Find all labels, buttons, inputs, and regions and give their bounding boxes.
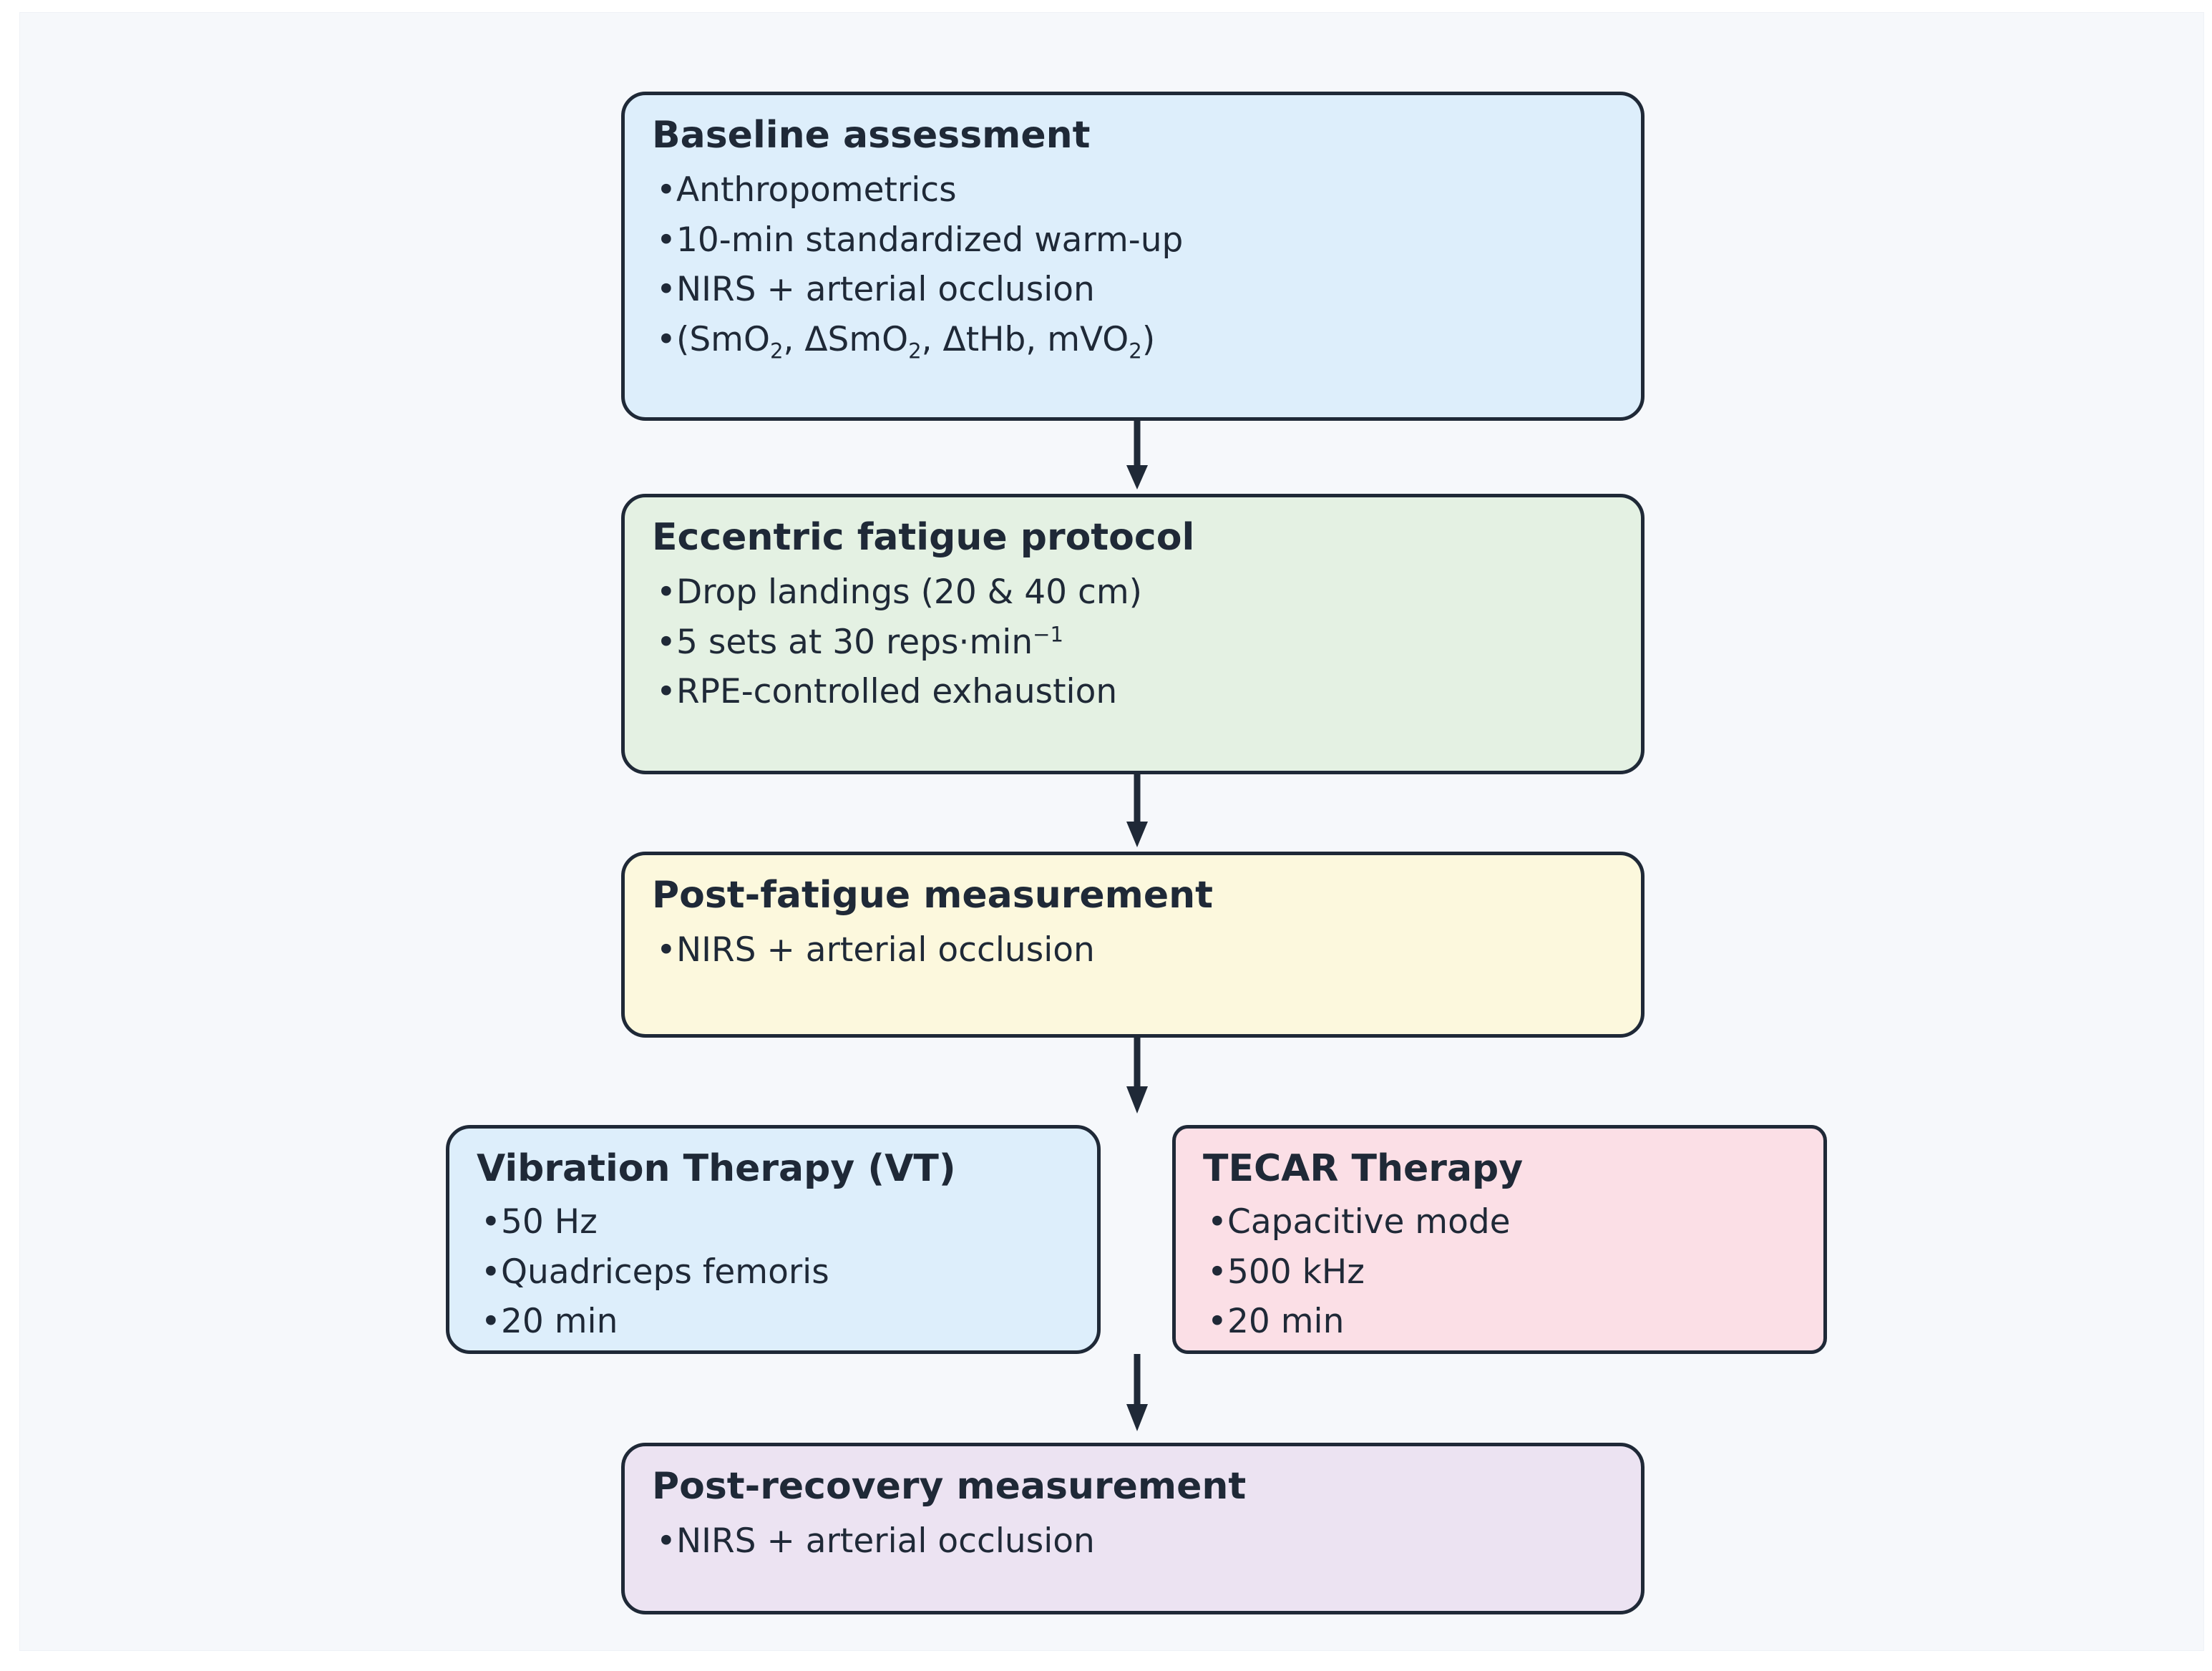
list-item: 500 kHz <box>1203 1249 1799 1295</box>
flow-node-eccentric-fatigue-protocol: Eccentric fatigue protocol Drop landings… <box>621 494 1645 774</box>
list-item: Drop landings (20 & 40 cm) <box>652 570 1617 615</box>
arrow-down-icon <box>1126 774 1148 847</box>
figure-panel: Baseline assessment Anthropometrics 10-m… <box>19 12 2204 1651</box>
list-item: NIRS + arterial occlusion <box>652 267 1617 313</box>
node-title: Baseline assessment <box>652 114 1091 157</box>
arrow-down-icon <box>1126 421 1148 489</box>
list-item-measures: (SmO2, ΔSmO2, ΔtHb, mVO2) <box>652 317 1617 363</box>
node-title: TECAR Therapy <box>1203 1147 1524 1190</box>
arrow-down-icon <box>1126 1038 1148 1114</box>
node-bullet-list: NIRS + arterial occlusion <box>652 927 1617 973</box>
connector-postfatigue-to-therapies <box>1125 1038 1149 1125</box>
connector-baseline-to-eccentric <box>1125 421 1149 494</box>
flow-node-post-recovery-measurement: Post-recovery measurement NIRS + arteria… <box>621 1443 1645 1614</box>
list-item: NIRS + arterial occlusion <box>652 927 1617 973</box>
node-bullet-list: Capacitive mode 500 kHz 20 min <box>1203 1199 1799 1345</box>
list-item: 20 min <box>1203 1299 1799 1345</box>
arrow-down-icon <box>1126 1354 1148 1431</box>
flow-node-tecar-therapy: TECAR Therapy Capacitive mode 500 kHz 20… <box>1172 1125 1827 1354</box>
list-item: RPE-controlled exhaustion <box>652 669 1617 715</box>
list-item: Quadriceps femoris <box>477 1249 1073 1295</box>
node-title: Eccentric fatigue protocol <box>652 516 1195 559</box>
list-item: Capacitive mode <box>1203 1199 1799 1245</box>
node-bullet-list: Drop landings (20 & 40 cm) 5 sets at 30 … <box>652 570 1617 715</box>
node-bullet-list: Anthropometrics 10-min standardized warm… <box>652 167 1617 362</box>
node-bullet-list: NIRS + arterial occlusion <box>652 1519 1617 1564</box>
flowchart-canvas: Baseline assessment Anthropometrics 10-m… <box>20 13 2203 1650</box>
node-title: Vibration Therapy (VT) <box>477 1147 956 1190</box>
list-item: 10-min standardized warm-up <box>652 218 1617 263</box>
node-title: Post-fatigue measurement <box>652 874 1213 917</box>
list-item: Anthropometrics <box>652 167 1617 213</box>
list-item: NIRS + arterial occlusion <box>652 1519 1617 1564</box>
flow-node-vibration-therapy: Vibration Therapy (VT) 50 Hz Quadriceps … <box>446 1125 1101 1354</box>
node-bullet-list: 50 Hz Quadriceps femoris 20 min <box>477 1199 1073 1345</box>
list-item: 20 min <box>477 1299 1073 1345</box>
connector-eccentric-to-postfatigue <box>1125 774 1149 852</box>
list-item-sets: 5 sets at 30 reps·min−1 <box>652 620 1617 666</box>
list-item: 50 Hz <box>477 1199 1073 1245</box>
flow-node-baseline-assessment: Baseline assessment Anthropometrics 10-m… <box>621 92 1645 421</box>
node-title: Post-recovery measurement <box>652 1465 1247 1508</box>
flow-node-post-fatigue-measurement: Post-fatigue measurement NIRS + arterial… <box>621 852 1645 1038</box>
connector-therapies-to-postrecovery <box>1125 1354 1149 1443</box>
